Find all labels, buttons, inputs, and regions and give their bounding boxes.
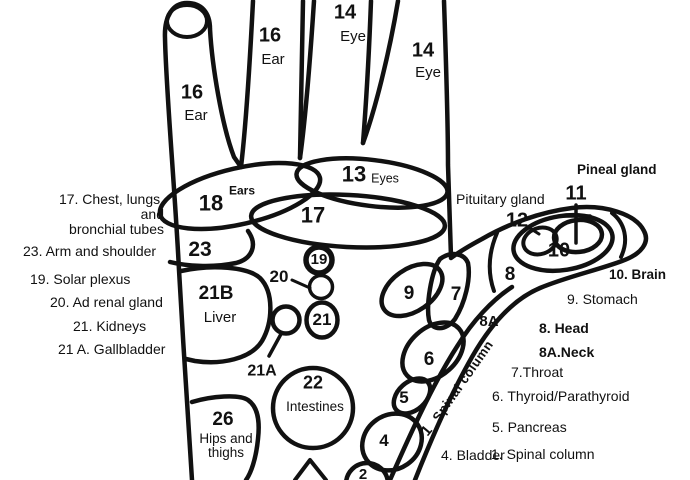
zone21b-liver-outline [178, 265, 273, 365]
pinky-number: 16 [180, 81, 204, 104]
legend-gallbladder: 21 A. Gallbladder [58, 341, 166, 357]
zone18-ears-ellipse [157, 160, 323, 232]
zone19-number: 19 [310, 251, 328, 269]
bottom-partial-wedge [293, 458, 328, 480]
zone18-label: Ears [228, 183, 256, 198]
legend-neck: 8A.Neck [539, 344, 595, 360]
legend-bladder: 4. Bladder [441, 447, 505, 463]
legend-stomach: 9. Stomach [567, 291, 638, 307]
legend-pituitary-gland: Pituitary gland [456, 191, 545, 207]
zone10-number: 10 [547, 239, 571, 262]
middle-finger-right-edge [360, 0, 374, 146]
zone22-intestines-circle [270, 365, 356, 451]
pinky-fingertip-circle [165, 3, 209, 39]
zone21b-label: Liver [203, 309, 237, 327]
zone26-hips-outline [189, 394, 261, 480]
hand-outer-edge-and-thumb [412, 204, 649, 480]
zone21-number: 21 [312, 310, 332, 330]
zone8-head-boundary [487, 231, 499, 293]
zone13-label: Eyes [371, 171, 399, 186]
zone13-eyes-ellipse [294, 156, 450, 210]
zone20-pointer-line [290, 278, 312, 290]
zone6-number: 6 [423, 349, 435, 371]
middle-number: 14 [333, 1, 357, 24]
zone7-throat-outline [425, 251, 471, 331]
zone26-number: 26 [212, 409, 234, 431]
legend-head: 8. Head [539, 320, 589, 336]
legend-chest-lungs: 17. Chest, lungs, and bronchial tubes [58, 191, 164, 237]
legend-spinal-column: 1. Spinal column [491, 446, 595, 462]
zone5-number: 5 [399, 388, 409, 408]
index-number: 14 [411, 39, 435, 62]
zone6-thyroid-ellipse [400, 320, 466, 384]
legend-brain: 10. Brain [609, 267, 667, 282]
middle-organ: Eye [340, 28, 366, 46]
zone18-number: 18 [198, 190, 224, 216]
zone17-ellipse [248, 192, 448, 250]
zone23-number: 23 [188, 237, 212, 261]
zone13-number: 13 [341, 161, 367, 187]
legend-thyroid-parathyroid: 6. Thyroid/Parathyroid [492, 388, 630, 404]
ring-organ: Ear [261, 51, 285, 69]
zone9-number: 9 [403, 283, 415, 305]
legend-arm-shoulder: 23. Arm and shoulder [23, 243, 157, 259]
zone21b-number: 21B [198, 283, 234, 305]
zone9-stomach-ellipse [379, 261, 445, 319]
legend-throat: 7.Throat [511, 364, 564, 380]
spinal-band-inner-line [387, 284, 515, 480]
zone21a-number: 21A [247, 362, 277, 380]
zone12-pointer-line [526, 225, 541, 236]
zone26-label: Hips and thighs [199, 430, 253, 460]
zone19-solar-plexus-circle [303, 244, 335, 276]
legend-solar-plexus: 19. Solar plexus [30, 271, 131, 287]
zone12-number: 12 [505, 209, 529, 232]
zone4-number: 4 [379, 431, 389, 451]
legend-pancreas: 5. Pancreas [492, 419, 567, 435]
zone10-brain-ellipse [511, 212, 615, 274]
legend-pineal-gland: Pineal gland [577, 162, 657, 177]
zone8a-number: 8A [479, 313, 499, 331]
index-organ: Eye [415, 64, 441, 82]
zone8-number: 8 [504, 264, 516, 286]
index-finger-right-edge-palm-edge [441, 0, 454, 260]
ring-number: 16 [258, 24, 282, 47]
thumb-tip-crescent [610, 211, 628, 259]
ring-finger-left-edge [238, 0, 256, 170]
pinky-organ: Ear [184, 107, 208, 125]
zone2-partial-circle [344, 460, 390, 480]
hand-left-edge-and-pinky-outline [162, 0, 244, 480]
zone20-adrenal-circle [307, 273, 335, 301]
zone21a-pointer-line [267, 332, 283, 358]
zone11-number: 11 [565, 182, 587, 205]
zone23-outline [167, 228, 256, 269]
legend-adrenal-gland: 20. Ad renal gland [50, 294, 163, 310]
zone2-number: 2 [358, 466, 368, 480]
zone17-number: 17 [300, 202, 326, 228]
zone21-kidneys-circle [304, 300, 340, 340]
middle-finger-left-edge [297, 0, 317, 161]
zone22-label: Intestines [286, 398, 344, 414]
zone21a-gallbladder-circle [270, 304, 302, 336]
index-finger-left-edge [360, 0, 401, 146]
zone22-number: 22 [302, 372, 324, 393]
zone20-number: 20 [269, 267, 289, 287]
zone7-number: 7 [450, 284, 462, 306]
legend-kidneys: 21. Kidneys [73, 318, 147, 334]
